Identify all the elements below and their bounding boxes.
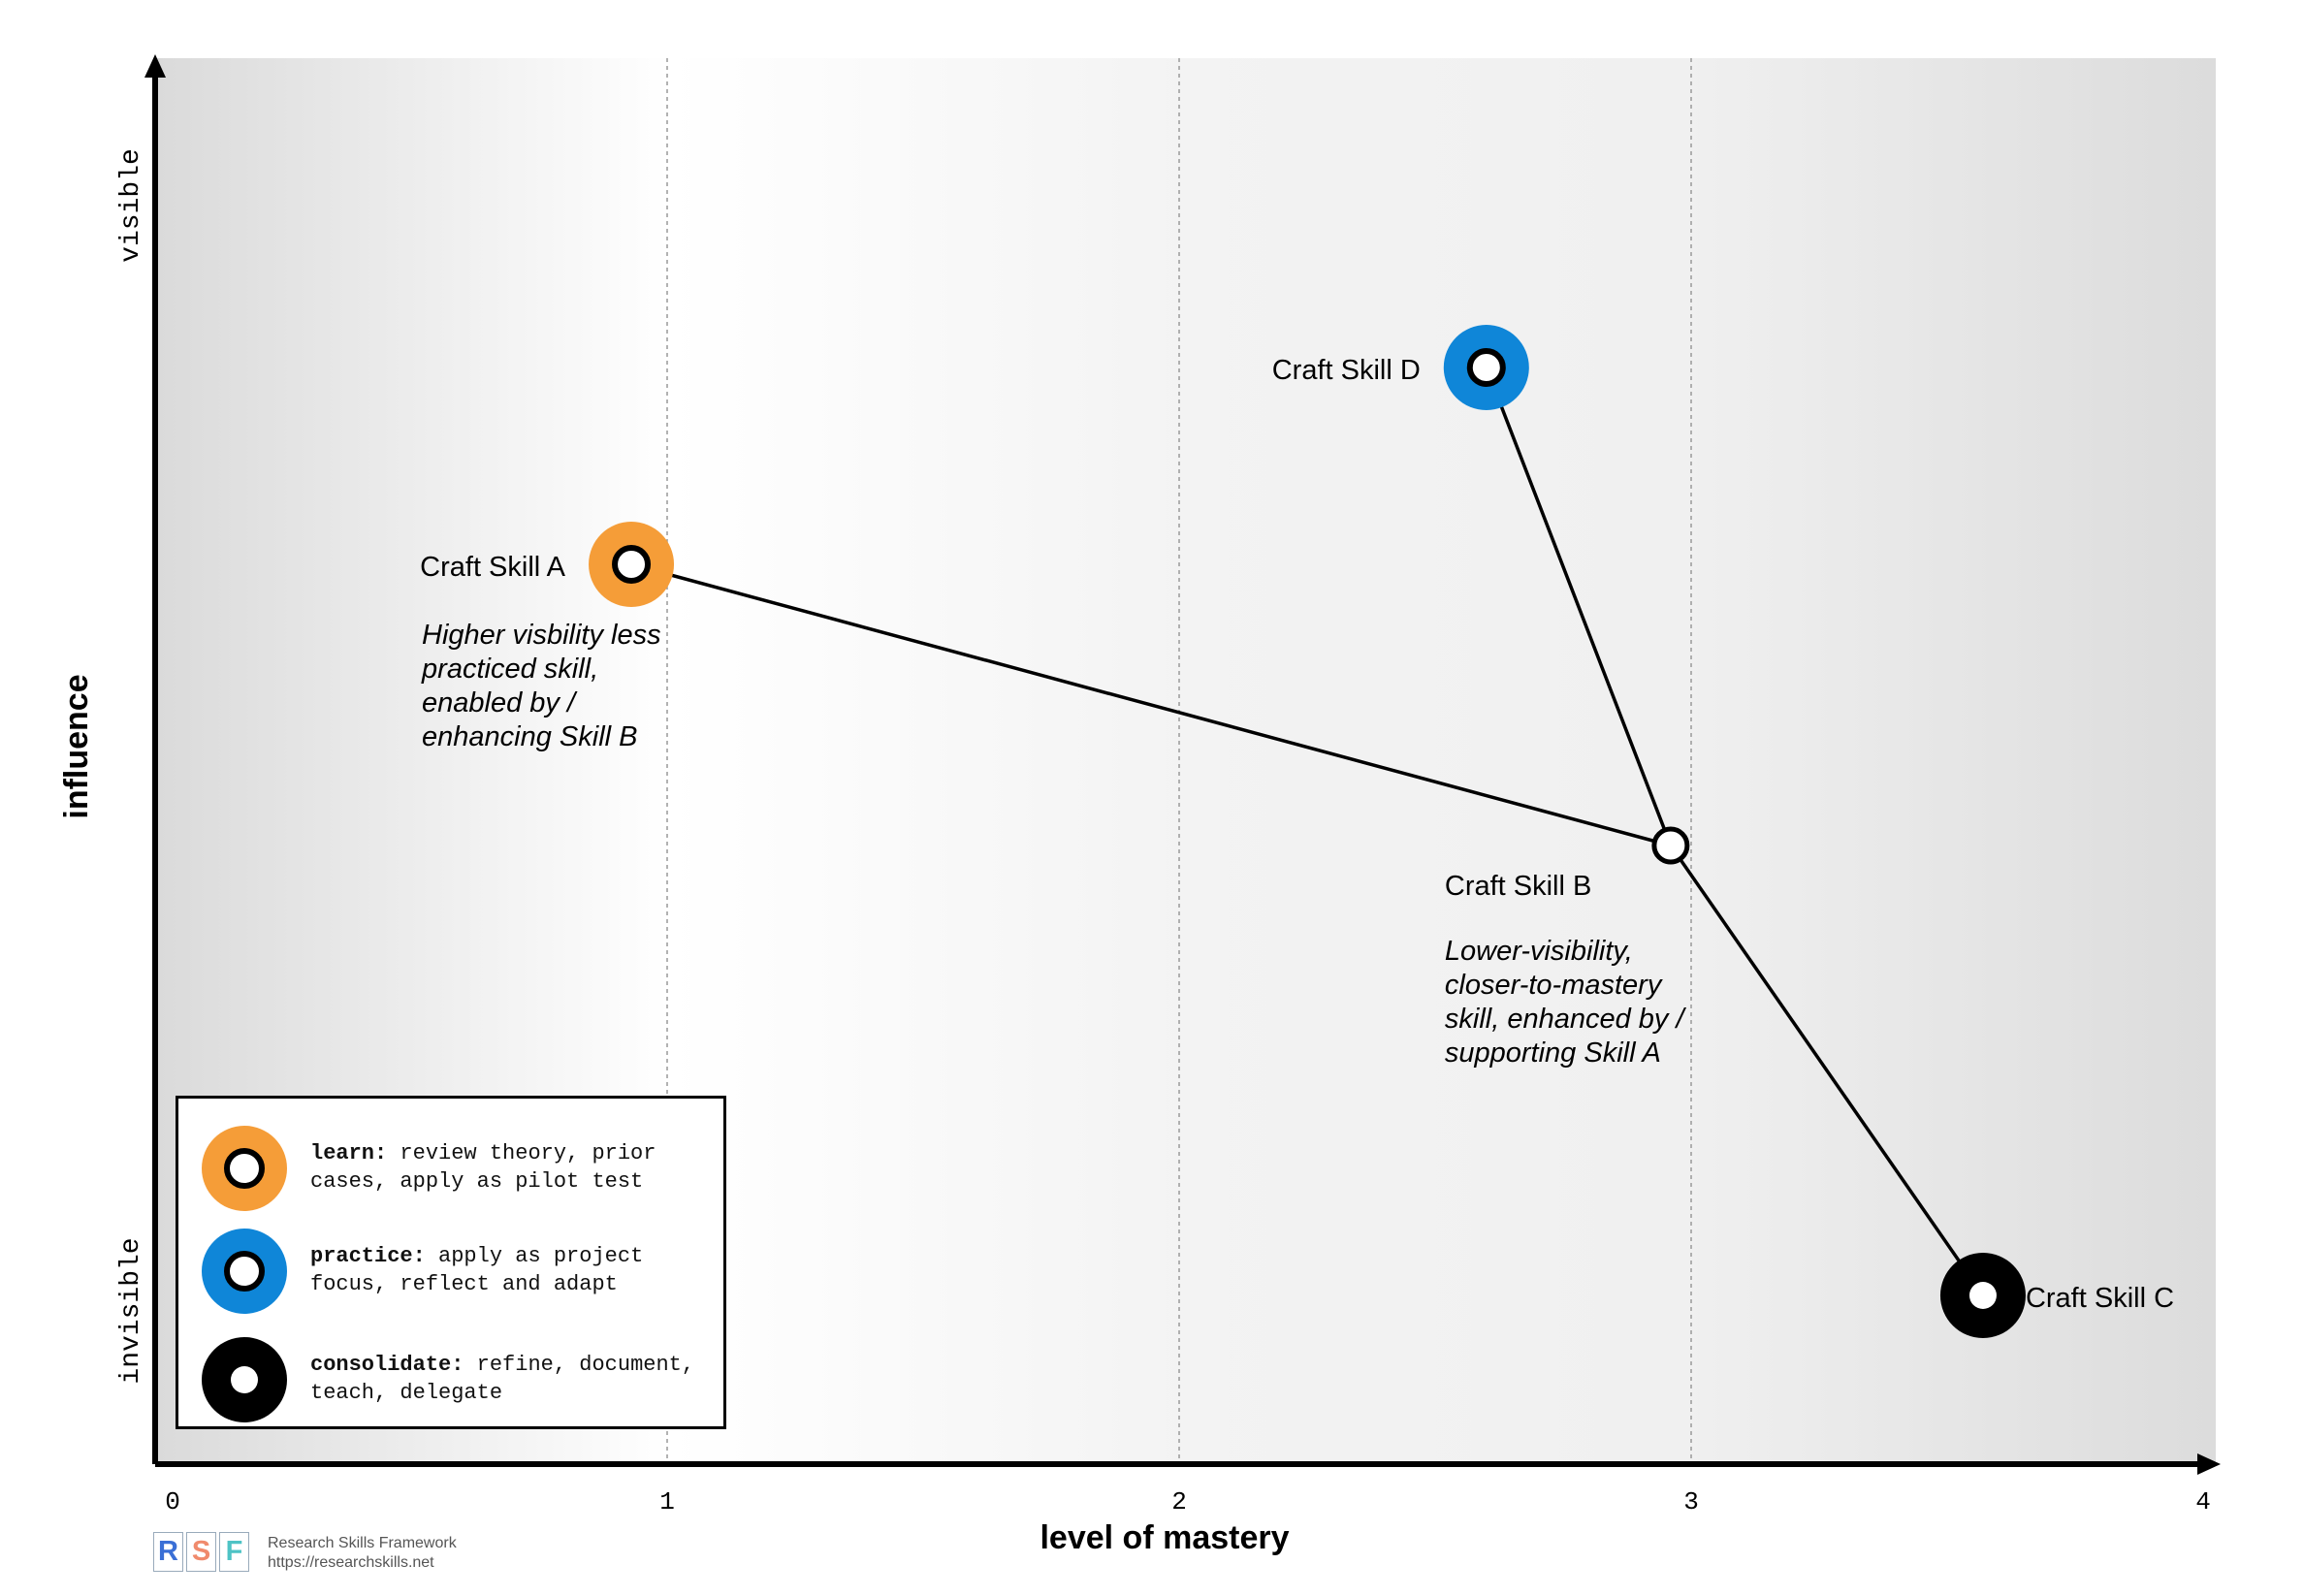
logo-letter-r: R bbox=[153, 1532, 183, 1572]
x-axis-label: level of mastery bbox=[1040, 1519, 1289, 1556]
skill-points bbox=[589, 325, 2026, 1338]
note-craft-skill-a-line: enabled by / bbox=[422, 687, 578, 718]
point-craft-skill-d bbox=[1443, 325, 1529, 410]
legend-key-learn: learn: bbox=[310, 1141, 388, 1165]
legend-key-consolidate: consolidate: bbox=[310, 1353, 464, 1377]
axes bbox=[144, 54, 2221, 1475]
connection-line bbox=[630, 562, 1672, 847]
learn-marker-icon bbox=[202, 1126, 287, 1211]
point-craft-skill-b bbox=[1651, 826, 1690, 865]
legend-item-consolidate: consolidate: refine, document, teach, de… bbox=[178, 1329, 723, 1426]
footer-url: https://researchskills.net bbox=[268, 1554, 434, 1571]
y-axis-high-label: visible bbox=[116, 148, 146, 263]
x-tick-label: 3 bbox=[1683, 1487, 1699, 1516]
label-craft-skill-a: Craft Skill A bbox=[420, 552, 566, 583]
x-tick-label: 2 bbox=[1171, 1487, 1187, 1516]
legend-text-consolidate: refine, document, teach, delegate bbox=[310, 1353, 695, 1405]
practice-marker-icon bbox=[202, 1229, 287, 1314]
x-tick-label: 4 bbox=[2195, 1487, 2211, 1516]
legend-key-practice: practice: bbox=[310, 1244, 426, 1268]
note-craft-skill-a-line: practiced skill, bbox=[421, 654, 598, 685]
note-craft-skill-b-line: skill, enhanced by / bbox=[1445, 1004, 1687, 1035]
connection-line bbox=[1485, 367, 1673, 846]
logo-letter-f: F bbox=[219, 1532, 249, 1572]
x-tick-label: 1 bbox=[659, 1487, 675, 1516]
y-axis-low-label: invisible bbox=[116, 1237, 146, 1384]
label-craft-skill-b: Craft Skill B bbox=[1445, 871, 1591, 902]
x-tick-label: 0 bbox=[165, 1487, 180, 1516]
note-craft-skill-a-line: Higher visbility less bbox=[422, 620, 661, 651]
legend: learn: review theory, prior cases, apply… bbox=[176, 1096, 726, 1429]
connection-line bbox=[1669, 845, 1985, 1296]
y-axis-arrow bbox=[144, 54, 166, 78]
connection-lines bbox=[630, 367, 1985, 1296]
note-craft-skill-b-line: closer-to-mastery bbox=[1445, 970, 1663, 1001]
label-craft-skill-d: Craft Skill D bbox=[1272, 355, 1421, 386]
legend-text-practice: apply as project focus, reflect and adap… bbox=[310, 1244, 644, 1296]
x-axis-arrow bbox=[2197, 1453, 2221, 1475]
tick-labels: 0 1 2 3 4 bbox=[165, 1487, 2211, 1516]
skill-labels: Craft Skill A Higher visbility lesspracti… bbox=[420, 355, 2174, 1314]
footer-name: Research Skills Framework bbox=[268, 1535, 457, 1551]
legend-item-learn: learn: review theory, prior cases, apply… bbox=[178, 1118, 723, 1215]
legend-item-practice: practice: apply as project focus, reflec… bbox=[178, 1221, 723, 1318]
note-craft-skill-b-line: Lower-visibility, bbox=[1445, 936, 1633, 967]
point-craft-skill-a bbox=[589, 522, 675, 607]
note-craft-skill-b-line: supporting Skill A bbox=[1445, 1037, 1661, 1069]
logo-letter-s: S bbox=[186, 1532, 216, 1572]
point-craft-skill-c bbox=[1939, 1253, 2026, 1338]
legend-text-learn: review theory, prior cases, apply as pil… bbox=[310, 1141, 656, 1194]
y-axis-label: influence bbox=[58, 674, 95, 818]
label-craft-skill-c: Craft Skill C bbox=[2026, 1283, 2174, 1314]
note-craft-skill-a-line: enhancing Skill B bbox=[422, 721, 637, 752]
consolidate-marker-icon bbox=[202, 1337, 287, 1422]
